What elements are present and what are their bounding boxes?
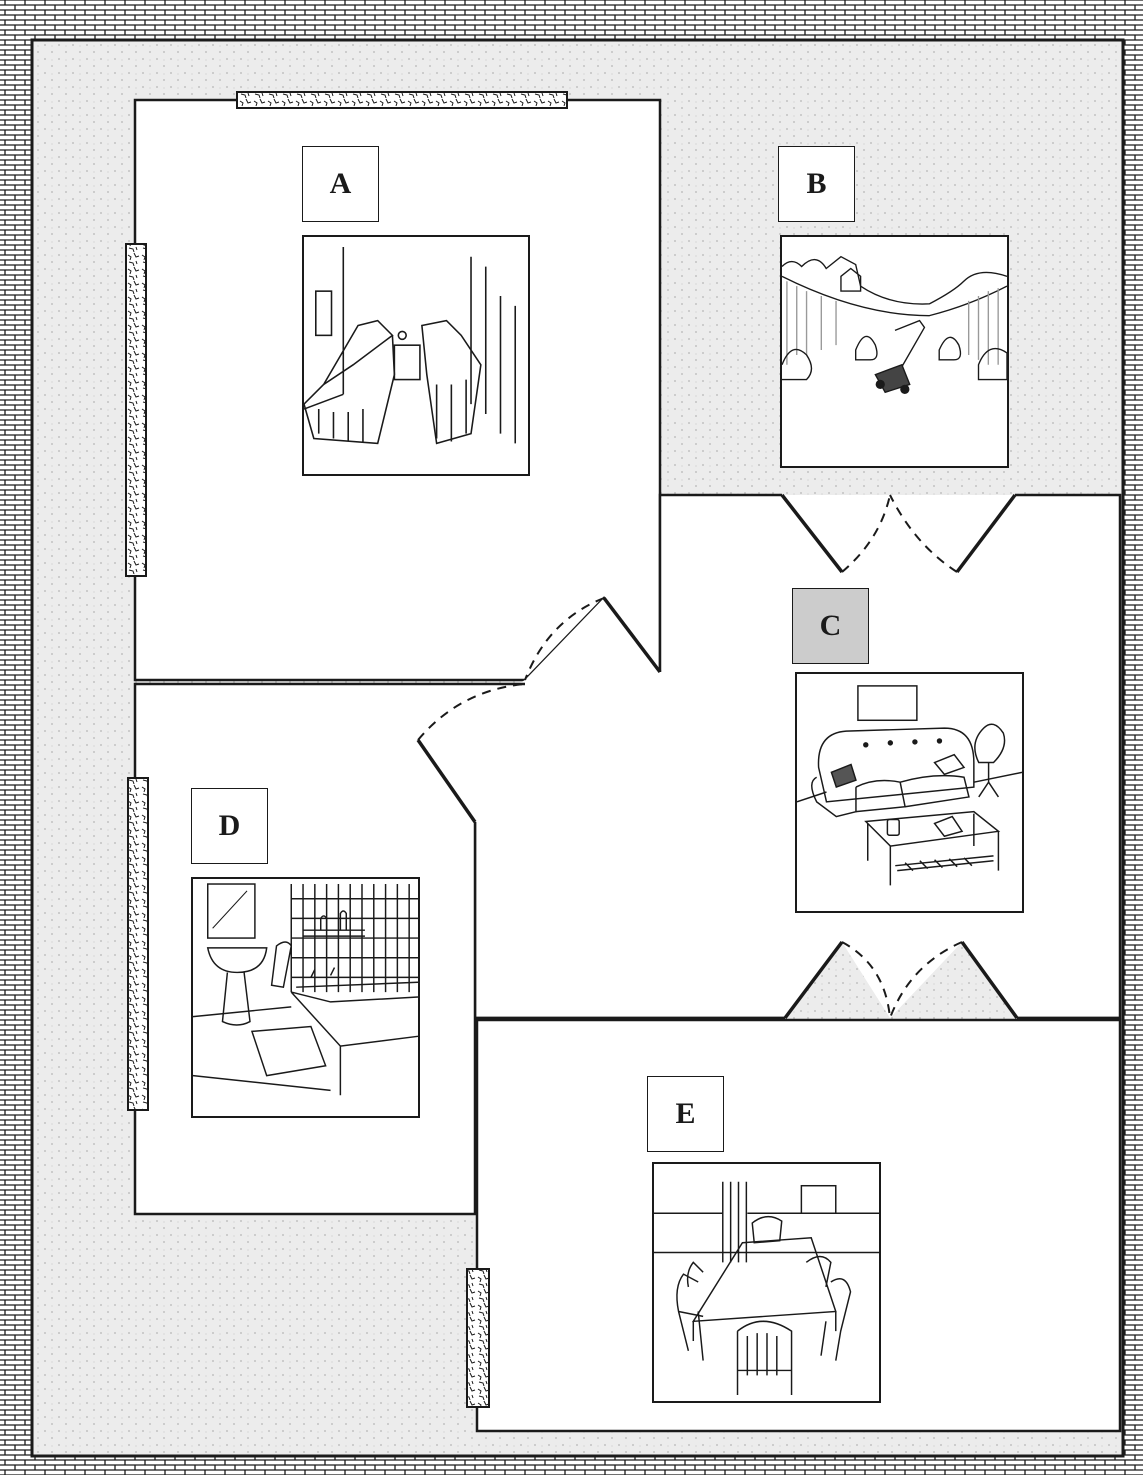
room-e-label: E [647,1076,724,1152]
room-d-label: D [191,788,268,864]
room-c-label: C [792,588,869,664]
door-c-d [416,683,526,823]
room-d-wall [133,682,525,1216]
window-a-top [236,91,568,109]
bedroom-picture [302,235,530,476]
room-a-label: A [302,146,379,222]
living-room-picture [795,672,1024,913]
window-e-left [466,1268,490,1408]
window-d-left [127,777,149,1111]
door-b-c [780,493,1017,574]
dining-room-picture [652,1162,881,1403]
door-c-e [783,940,1019,1020]
room-b-label: B [778,146,855,222]
door-a-c [524,596,662,681]
garden-picture [780,235,1009,468]
window-a-left [125,243,147,577]
bathroom-picture [191,877,420,1118]
